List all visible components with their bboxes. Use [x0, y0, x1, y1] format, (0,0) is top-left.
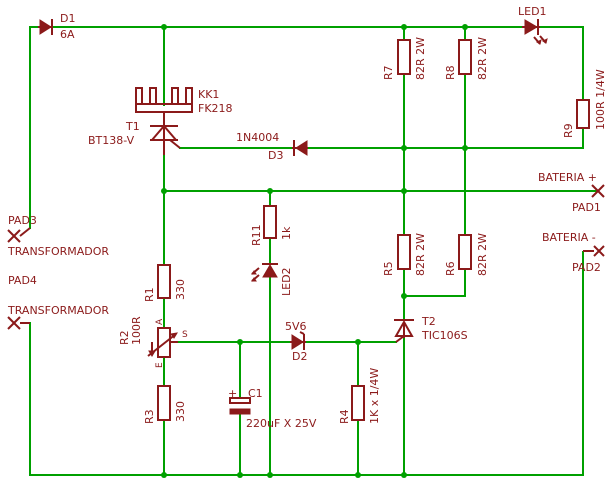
c1-name: C1: [248, 387, 263, 400]
r6-name: R6: [444, 261, 457, 276]
r11-value: 1k: [280, 226, 293, 240]
t1-value: BT138-V: [88, 134, 135, 147]
resistor-r9: R9 100R 1/4W: [562, 69, 607, 138]
pad3-transformer: PAD3 TRANSFORMADOR: [7, 214, 109, 258]
junction: [462, 145, 468, 151]
d1-value: 6A: [60, 28, 75, 41]
t2-value: TIC106S: [421, 329, 468, 342]
d3-value: 1N4004: [236, 131, 279, 144]
resistor-r11: R11 1k: [250, 205, 293, 246]
pad2-battery-negative: BATERIA - PAD2: [542, 231, 605, 274]
r5-value: 82R 2W: [414, 233, 427, 276]
transformer-label-2: TRANSFORMADOR: [7, 304, 109, 317]
kk1-value: FK218: [198, 102, 233, 115]
r11-name: R11: [250, 224, 263, 246]
heatsink-kk1: KK1 FK218: [135, 87, 233, 115]
wire-pad3-to-d1: [29, 26, 39, 229]
c1-value: 220uF X 25V: [246, 417, 317, 430]
r4-name: R4: [338, 409, 351, 424]
led-led2: LED2: [251, 263, 293, 296]
led1-name: LED1: [518, 5, 547, 18]
junctions: [161, 24, 468, 478]
kk1-name: KK1: [198, 88, 219, 101]
r8-name: R8: [444, 65, 457, 80]
r9-value: 100R 1/4W: [594, 69, 607, 130]
wires: [29, 26, 599, 476]
junction: [401, 472, 407, 478]
r3-value: 330: [174, 401, 187, 422]
r6-value: 82R 2W: [476, 233, 489, 276]
junction: [237, 472, 243, 478]
r5-name: R5: [382, 261, 395, 276]
bateria-pos-label: BATERIA +: [538, 171, 597, 184]
r3-name: R3: [143, 409, 156, 424]
r7-name: R7: [382, 65, 395, 80]
potentiometer-r2: R2 100R A E S: [118, 316, 188, 368]
resistor-r4: R4 1K x 1/4W: [338, 368, 381, 424]
pad3-label: PAD3: [8, 214, 37, 227]
junction: [355, 472, 361, 478]
diode-d3: 1N4004 D3: [236, 131, 308, 162]
r2-pin-e: E: [155, 362, 165, 368]
t2-name: T2: [421, 315, 436, 328]
junction: [267, 188, 273, 194]
zener-d2: 5V6 D2: [285, 320, 307, 363]
diode-d1: D1 6A: [38, 12, 75, 41]
d3-name: D3: [268, 149, 283, 162]
pad4-transformer: PAD4 TRANSFORMADOR: [7, 274, 109, 330]
r2-pin-a: A: [155, 318, 165, 325]
r2-pin-s: S: [182, 330, 188, 340]
junction: [161, 472, 167, 478]
capacitor-c1: + C1 220uF X 25V: [228, 387, 317, 430]
wire-bottom-rail: [29, 251, 584, 476]
junction: [267, 472, 273, 478]
r2-name: R2: [118, 330, 131, 345]
resistor-r6: R6 82R 2W: [444, 233, 489, 276]
resistor-r7: R7 82R 2W: [382, 37, 427, 80]
resistor-r8: R8 82R 2W: [444, 37, 489, 80]
resistor-r3: R3 330: [143, 385, 187, 424]
led-led1: LED1: [518, 5, 548, 45]
junction: [401, 24, 407, 30]
r1-value: 330: [174, 279, 187, 300]
t1-name: T1: [125, 120, 140, 133]
junction: [161, 24, 167, 30]
triac-t1: T1 BT138-V: [88, 112, 181, 155]
pad4-label: PAD4: [8, 274, 37, 287]
junction: [401, 188, 407, 194]
resistor-r5: R5 82R 2W: [382, 233, 427, 276]
r9-name: R9: [562, 123, 575, 138]
pad1-label: PAD1: [572, 201, 601, 214]
transformer-label-1: TRANSFORMADOR: [7, 245, 109, 258]
r2-value: 100R: [130, 316, 143, 345]
junction: [462, 24, 468, 30]
scr-t2: T2 TIC106S: [394, 315, 468, 343]
r1-name: R1: [143, 287, 156, 302]
led2-name: LED2: [280, 267, 293, 296]
r7-value: 82R 2W: [414, 37, 427, 80]
junction: [237, 339, 243, 345]
c1-plus: +: [228, 387, 237, 400]
junction: [355, 339, 361, 345]
resistor-r1: R1 330: [143, 264, 187, 302]
d1-name: D1: [60, 12, 75, 25]
junction: [401, 293, 407, 299]
junction: [401, 145, 407, 151]
junction: [161, 188, 167, 194]
d2-value: 5V6: [285, 320, 307, 333]
r8-value: 82R 2W: [476, 37, 489, 80]
pad2-label: PAD2: [572, 261, 601, 274]
d2-name: D2: [292, 350, 307, 363]
r4-value: 1K x 1/4W: [368, 368, 381, 424]
bateria-neg-label: BATERIA -: [542, 231, 596, 244]
pad1-battery-positive: BATERIA + PAD1: [538, 171, 605, 214]
